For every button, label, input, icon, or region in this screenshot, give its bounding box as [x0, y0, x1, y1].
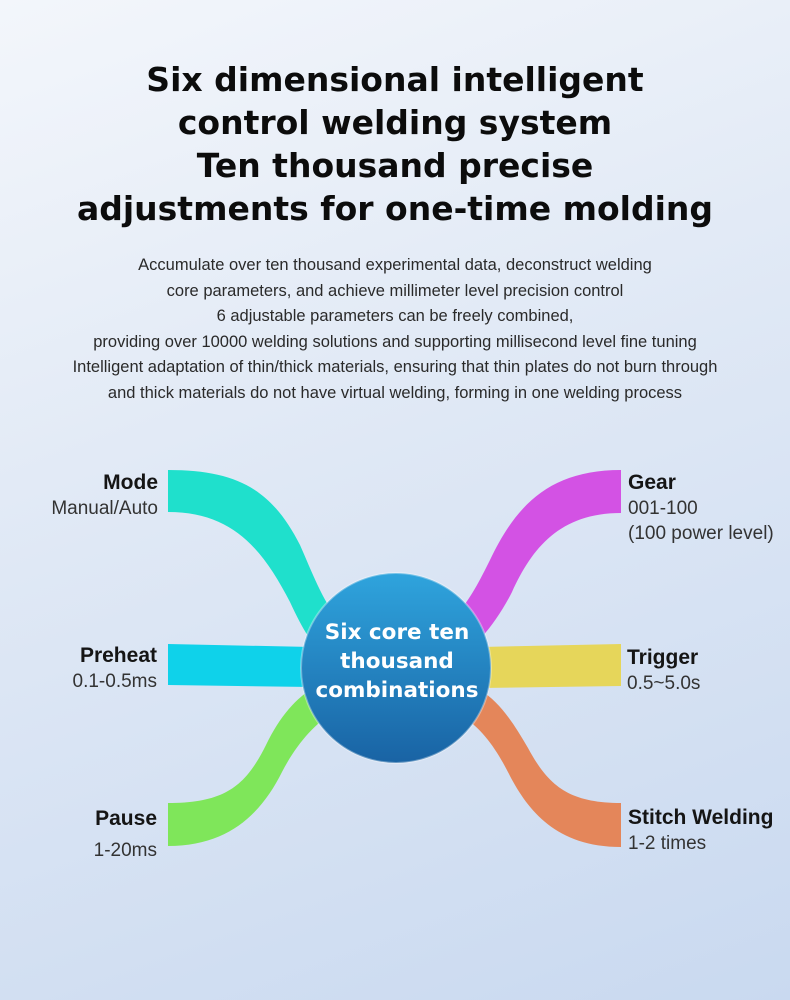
description-line: 6 adjustable parameters can be freely co… — [216, 307, 574, 326]
title-line: Six dimensional intelligent — [146, 60, 644, 99]
trigger-value: 0.5~5.0s — [627, 673, 701, 694]
gear-branch — [456, 470, 621, 645]
stitch-branch — [462, 690, 621, 847]
hub-circle — [300, 572, 492, 764]
hub-line: Six core ten — [324, 620, 470, 645]
mode-value: Manual/Auto — [51, 498, 158, 519]
pause-branch — [168, 686, 334, 846]
gear-value: 001-100 — [628, 498, 698, 519]
description-line: and thick materials do not have virtual … — [107, 383, 683, 402]
description-line: providing over 10000 welding solutions a… — [93, 332, 697, 351]
description-line: Accumulate over ten thousand experimenta… — [138, 256, 652, 274]
preheat-name: Preheat — [79, 644, 157, 667]
preheat-label: Preheat 0.1-0.5ms — [73, 643, 157, 694]
description-line: Intelligent adaptation of thin/thick mat… — [72, 358, 718, 377]
title-line: control welding system — [177, 103, 613, 142]
mode-name: Mode — [103, 471, 158, 494]
hub-line: combinations — [315, 678, 479, 703]
hub-label: Six core ten thousand combinations — [302, 618, 492, 705]
title-line: Ten thousand precise — [196, 146, 594, 185]
trigger-branch — [480, 644, 621, 688]
pause-label: Pause 1-20ms — [94, 806, 157, 863]
hub-line: thousand — [340, 649, 454, 674]
trigger-label: Trigger 0.5~5.0s — [627, 645, 700, 696]
gear-value-note: (100 power level) — [628, 523, 774, 544]
stitch-name: Stitch Welding — [628, 806, 774, 829]
stitch-value: 1-2 times — [628, 833, 707, 854]
stitch-label: Stitch Welding 1-2 times — [628, 805, 773, 856]
preheat-value: 0.1-0.5ms — [72, 671, 157, 692]
mode-label: Mode Manual/Auto — [51, 470, 158, 521]
gear-label: Gear 001-100 (100 power level) — [628, 470, 774, 546]
pause-name: Pause — [95, 807, 157, 830]
pause-value: 1-20ms — [93, 840, 157, 861]
title-line: adjustments for one-time molding — [76, 189, 714, 228]
description-line: core parameters, and achieve millimeter … — [166, 281, 624, 300]
mode-branch — [168, 470, 340, 652]
description: Accumulate over ten thousand experimenta… — [0, 253, 790, 407]
trigger-name: Trigger — [627, 646, 699, 669]
gear-name: Gear — [628, 471, 676, 494]
page-title: Six dimensional intelligent control weld… — [0, 58, 790, 230]
preheat-branch — [168, 644, 312, 687]
